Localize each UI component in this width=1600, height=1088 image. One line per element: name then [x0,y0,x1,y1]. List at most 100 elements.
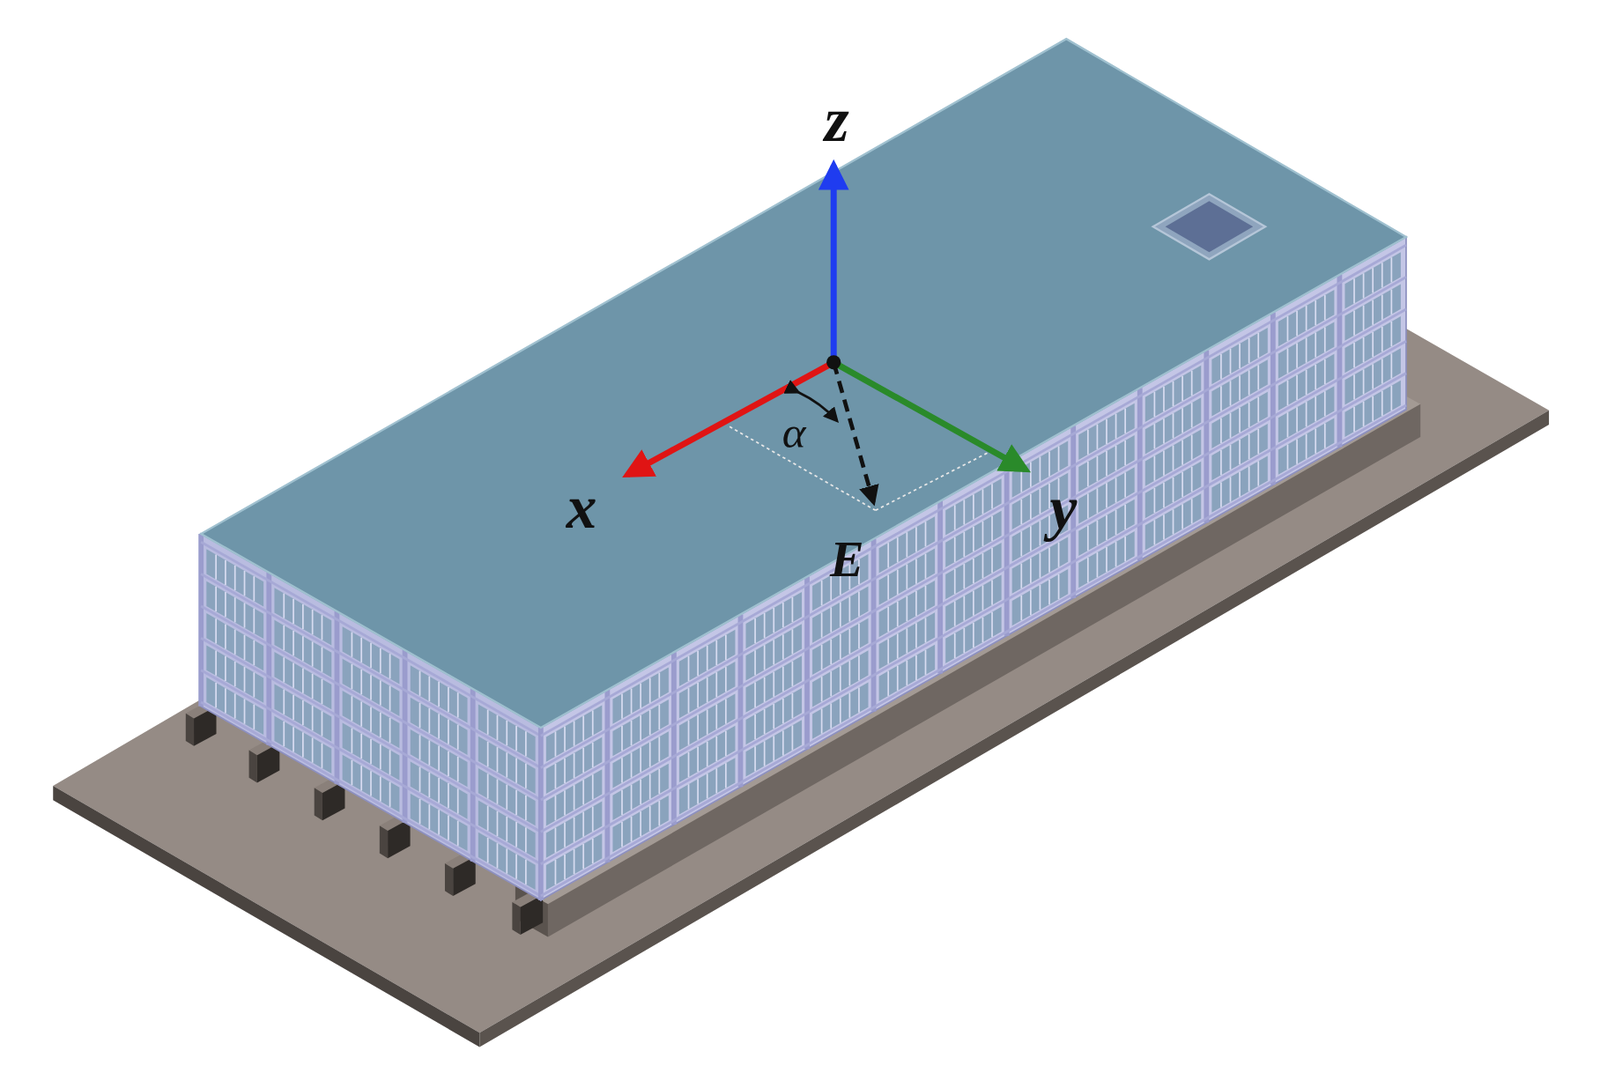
window-mullion [639,747,642,772]
window-mullion [389,718,392,743]
window-mullion [839,666,842,691]
window-mullion [1087,557,1089,583]
axis-label: α [782,410,807,456]
window-mullion [905,628,908,653]
window-mullion [282,721,285,747]
window-mullion [244,698,246,724]
window-mullion [244,635,246,660]
window-mullion [915,655,918,681]
window-mullion [311,641,314,667]
window-mullion [1191,370,1193,396]
window-mullion [982,488,985,514]
window-mullion [592,838,594,864]
window-mullion [234,693,237,719]
window-mullion [370,643,372,668]
window-mullion [505,752,508,778]
window-mullion [715,703,718,729]
window-mullion [1314,364,1317,390]
window-mullion [379,776,382,801]
window-mullion [858,687,860,712]
window-mullion [1154,488,1156,513]
window-mullion [763,613,766,638]
window-mullion [962,595,965,621]
window [546,833,602,890]
window-mullion [1229,444,1232,470]
window-mullion [1381,391,1384,416]
window-mullion [389,686,392,712]
window-mullion [1238,375,1241,400]
window-mullion [782,666,785,692]
window-mullion [505,816,508,842]
window-mullion [1362,337,1365,363]
window-mullion [1048,548,1051,573]
window-mullion [1362,305,1365,331]
window-mullion [592,742,594,768]
window-mullion [639,779,642,805]
window-mullion [505,848,508,874]
window-mullion [252,608,255,634]
window-mullion [515,822,518,847]
window-mullion [515,790,518,815]
window-mullion [1172,413,1175,438]
window-mullion [419,671,422,697]
window-mullion [1296,311,1298,336]
window-mullion [1181,376,1184,401]
window-mullion [725,762,727,788]
window-mullion [896,601,899,627]
window-mullion [1353,278,1356,304]
window-mullion [915,559,918,585]
window-mullion [1324,295,1326,320]
window-mullion [829,639,832,665]
window-mullion [437,713,440,739]
window [679,757,735,815]
window-mullion [839,601,842,627]
window-mullion [696,651,699,676]
window-mullion [496,715,499,741]
window-mullion [1381,358,1384,384]
window-mullion [1381,295,1384,320]
window-mullion [525,827,527,852]
window-mullion [905,660,908,686]
window-mullion [772,672,775,697]
window-mullion [1229,348,1232,374]
window-mullion [1324,423,1326,449]
window-mullion [896,570,899,595]
window-mullion [592,807,594,832]
window-mullion [302,604,304,630]
window-mullion [428,708,430,734]
window-mullion [706,709,709,734]
window-mullion [1371,267,1374,293]
window-mullion [457,725,460,750]
window-mullion [915,622,918,648]
window-mullion [292,662,295,688]
window-mullion [321,614,324,640]
window-mullion [563,758,566,784]
window-mullion [379,648,382,674]
window-mullion [447,783,450,808]
axis-label: E [829,533,865,586]
window [1145,493,1201,550]
window-mullion [234,565,237,591]
window-mullion [525,731,527,756]
window-mullion [282,593,285,619]
window-mullion [224,560,227,586]
window-mullion [630,720,633,746]
window-mullion [573,720,576,746]
pilaster [1337,274,1343,448]
window-mullion [696,747,699,772]
window-mullion [1220,354,1223,379]
window-mullion [1248,466,1251,491]
window-mullion [1058,445,1060,471]
window-mullion [1115,477,1118,503]
window-mullion [351,632,354,658]
pilaster [604,689,610,863]
window-mullion [224,592,227,617]
window-mullion [1257,397,1260,423]
window-mullion [1324,359,1326,385]
window-mullion [706,645,709,671]
window-mullion [1087,493,1089,519]
window-mullion [621,757,623,783]
window [879,644,935,702]
window-mullion [772,735,775,761]
window-mullion [688,784,690,809]
